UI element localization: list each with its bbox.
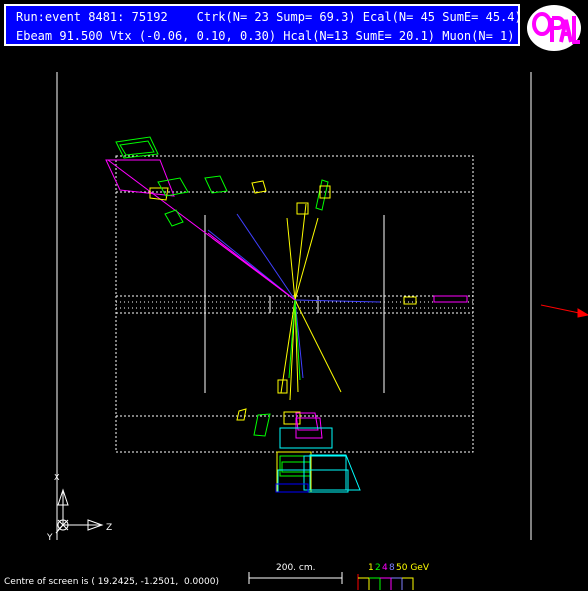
header-line-2: Ebeam 91.500 Vtx (-0.06, 0.10, 0.30) Hca… bbox=[16, 29, 515, 43]
scale-bar bbox=[248, 572, 343, 584]
energy-label-4: 4 bbox=[382, 563, 388, 573]
centre-of-screen-text: Centre of screen is ( 19.2425, -1.2501, … bbox=[4, 577, 219, 587]
header-line-1: Run:event 8481: 75192 Ctrk(N= 23 Sump= 6… bbox=[16, 10, 522, 24]
central-tracks bbox=[107, 159, 381, 401]
detector-outline bbox=[56, 72, 532, 540]
energy-label-2: 2 bbox=[375, 563, 381, 573]
energy-label-1: 1 bbox=[368, 563, 374, 573]
muon-indicator bbox=[540, 304, 588, 318]
energy-label-50: 50 GeV bbox=[396, 563, 429, 573]
energy-label-8: 8 bbox=[389, 563, 395, 573]
axis-label-z: Z bbox=[106, 523, 112, 533]
axis-label-y: Y bbox=[46, 533, 53, 543]
axis-widget bbox=[55, 488, 104, 534]
calorimeter-hits bbox=[105, 136, 468, 493]
axis-label-x: X bbox=[54, 473, 60, 482]
opal-logo-icon bbox=[527, 5, 581, 51]
scale-bar-label: 200. cm. bbox=[276, 563, 316, 573]
energy-scale-ticks bbox=[357, 574, 414, 590]
event-info-header: Run:event 8481: 75192 Ctrk(N= 23 Sump= 6… bbox=[4, 4, 522, 46]
